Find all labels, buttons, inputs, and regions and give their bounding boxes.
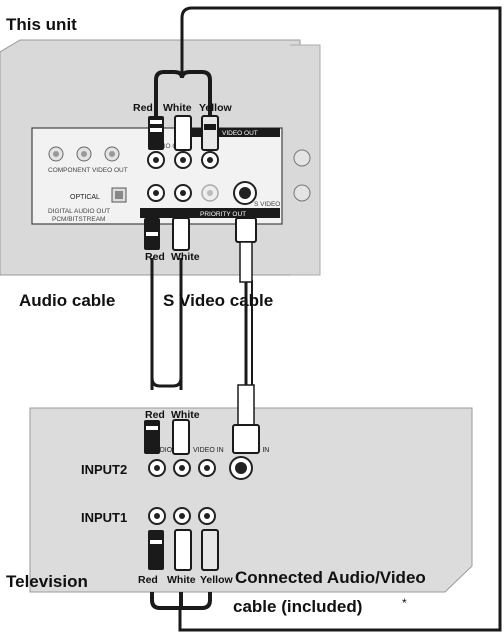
s-video-label: S VIDEO	[254, 201, 280, 208]
tv-bottom-label-yellow: Yellow	[200, 574, 234, 586]
television-title: Television	[6, 572, 88, 591]
unit-top-label-red: Red	[133, 102, 153, 114]
priority-out-label: PRIORITY OUT	[200, 211, 246, 218]
lower-output-jacks	[147, 184, 219, 202]
audio-out-label: AUDIO OUT	[150, 143, 186, 150]
optical-label: OPTICAL	[70, 194, 100, 201]
unit-title: This unit	[6, 15, 77, 34]
input1-jacks	[148, 507, 216, 525]
unit-s-video-jack	[233, 181, 257, 205]
video-out-label: VIDEO OUT	[222, 130, 258, 137]
tv-top-label-red: Red	[145, 409, 165, 421]
unit-bottom-plugs	[144, 217, 257, 283]
unit-bottom-label-red: Red	[145, 251, 165, 263]
video-in-label: VIDEO IN	[193, 447, 224, 454]
tv-bottom-plugs	[148, 529, 219, 571]
tv-bottom-label-white: White	[167, 574, 196, 586]
tv-bottom-label-red: Red	[138, 574, 158, 586]
unit-top-label-white: White	[163, 102, 192, 114]
upper-output-jacks	[147, 151, 219, 169]
input1-label: INPUT1	[81, 510, 127, 525]
tv-top-plugs	[144, 384, 260, 455]
s-video-cable-label: S Video cable	[163, 291, 273, 310]
footnote-marker: *	[402, 596, 407, 610]
component-video-jacks	[48, 146, 120, 162]
cable-lines	[150, 6, 502, 632]
input2-jacks	[148, 456, 253, 480]
input2-label: INPUT2	[81, 462, 127, 477]
connected-cable-label-line2: cable (included)	[233, 597, 362, 616]
audio-in-label: AUDIO IN	[150, 447, 181, 454]
digital-audio-out-label: DIGITAL AUDIO OUT	[48, 208, 110, 215]
unit-bottom-label-white: White	[171, 251, 200, 263]
unit-top-plugs	[148, 115, 219, 151]
pcm-bitstream-label: PCM/BITSTREAM	[52, 216, 105, 223]
tv-top-label-white: White	[171, 409, 200, 421]
connected-cable-label-line1: Connected Audio/Video	[235, 568, 426, 587]
unit-top-label-yellow: Yellow	[199, 102, 233, 114]
audio-cable-label: Audio cable	[19, 291, 115, 310]
component-video-out-label: COMPONENT VIDEO OUT	[48, 167, 128, 174]
